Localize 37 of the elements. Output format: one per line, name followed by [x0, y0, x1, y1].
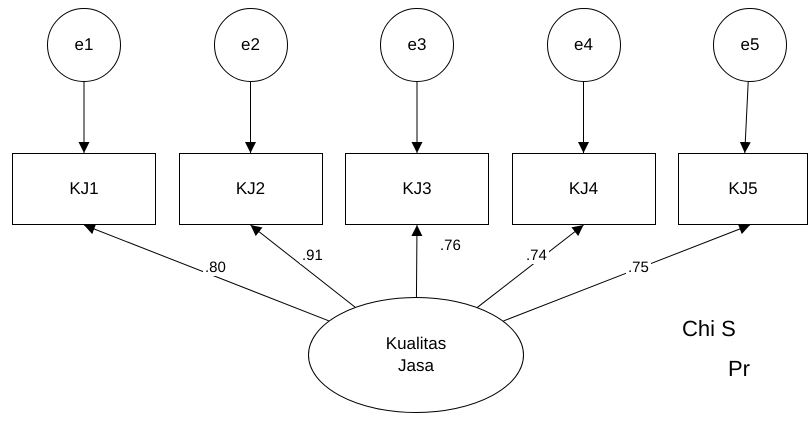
node-label: KJ2 [236, 178, 266, 200]
node-label: e5 [740, 34, 760, 56]
node-label: KJ3 [402, 178, 432, 200]
latent-ellipse [308, 297, 524, 413]
node-label: e1 [74, 34, 94, 56]
edge-label: .74 [524, 247, 549, 264]
arrow [740, 81, 751, 154]
node-label: KJ4 [568, 178, 598, 200]
arrow [578, 82, 589, 154]
node-label: e4 [574, 34, 593, 56]
error-circle [380, 8, 454, 82]
arrow [84, 224, 330, 322]
edge-label: .80 [203, 259, 228, 276]
note-text: Pr [728, 356, 750, 382]
edge-label: .91 [300, 247, 325, 264]
arrow [78, 82, 90, 154]
error-circle [546, 8, 620, 82]
indicator-box [345, 153, 489, 225]
node-label: KJ1 [69, 178, 99, 200]
edge-label: .75 [626, 259, 651, 276]
node-label: e2 [241, 34, 260, 56]
error-circle [713, 8, 787, 82]
arrow [250, 224, 356, 308]
indicator-box [12, 153, 156, 225]
node-label: KJ5 [728, 178, 758, 200]
error-circle [214, 8, 288, 82]
note-text: Chi S [682, 316, 736, 342]
indicator-box [512, 153, 656, 225]
latent-label: Kualitas Jasa [384, 333, 448, 377]
arrow [411, 224, 422, 298]
arrow [412, 82, 422, 154]
node-label: e3 [408, 34, 426, 56]
arrow [245, 82, 256, 154]
indicator-box [678, 153, 808, 225]
arrow [502, 224, 750, 322]
indicator-box [178, 153, 322, 225]
error-circle [47, 8, 121, 82]
